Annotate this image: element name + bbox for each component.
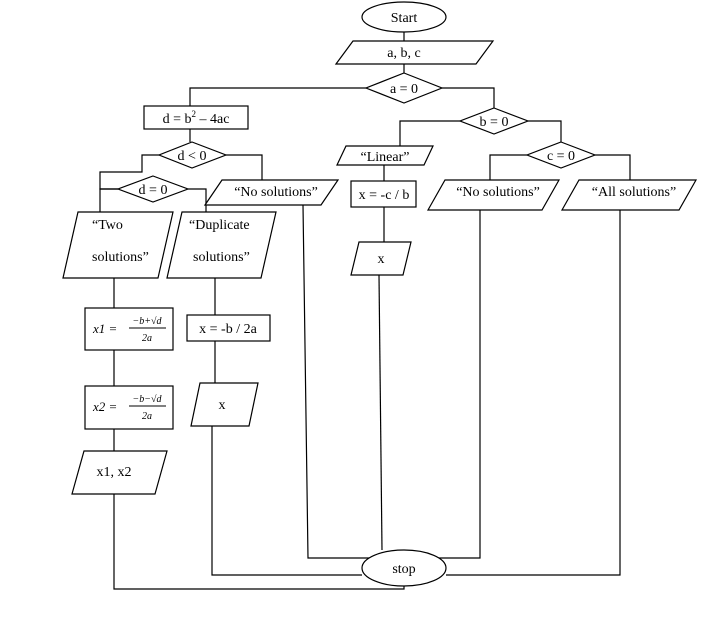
process-discriminant: d = b2 – 4ac bbox=[143, 105, 249, 130]
output-all-solutions: “All solutions” bbox=[560, 179, 698, 211]
x1-formula-lhs: x1 = bbox=[92, 321, 117, 336]
decision-d-equals-0: d = 0 bbox=[116, 175, 190, 203]
output-two-solutions-line2: solutions” bbox=[92, 250, 149, 265]
output-no-solutions-c-label: “No solutions” bbox=[456, 185, 540, 200]
edge-a0-yes-to-discriminant bbox=[189, 87, 366, 106]
input-abc-label: a, b, c bbox=[387, 46, 420, 61]
stop-terminal: stop bbox=[361, 549, 447, 587]
stop-label: stop bbox=[392, 562, 415, 577]
edge-deq0-no-to-duplicate bbox=[188, 188, 207, 212]
x2-formula-denominator: 2a bbox=[142, 411, 152, 422]
decision-c-equals-0-label: c = 0 bbox=[547, 149, 575, 164]
output-two-solutions: “Two solutions” bbox=[62, 211, 174, 279]
process-x1-formula: x1 = −b+√d 2a bbox=[84, 307, 174, 351]
x2-formula-lhs: x2 = bbox=[92, 399, 117, 414]
edge-dlt0-no-to-nosolutions bbox=[226, 154, 263, 180]
edge-deq0-yes-to-two bbox=[99, 188, 118, 212]
output-linear: “Linear” bbox=[336, 145, 434, 166]
input-abc: a, b, c bbox=[334, 40, 495, 65]
edge-allsolutions-to-stop bbox=[446, 205, 621, 576]
process-x-duplicate-label: x = -b / 2a bbox=[199, 322, 257, 337]
output-x1-x2: x1, x2 bbox=[71, 450, 168, 495]
edge-outx1x2-to-stop bbox=[113, 492, 405, 590]
start-terminal: Start bbox=[361, 1, 447, 33]
output-two-solutions-line1: “Two bbox=[92, 218, 123, 233]
output-x-duplicate-label: x bbox=[219, 398, 226, 413]
output-duplicate-solutions-line2: solutions” bbox=[193, 250, 250, 265]
output-no-solutions-d-label: “No solutions” bbox=[234, 185, 318, 200]
decision-d-equals-0-label: d = 0 bbox=[139, 183, 168, 198]
output-x1-x2-label: x1, x2 bbox=[97, 465, 132, 480]
output-all-solutions-label: “All solutions” bbox=[592, 185, 676, 200]
discriminant-text-post: – 4ac bbox=[196, 112, 229, 127]
edge-nosolutions-d-to-stop bbox=[302, 204, 372, 559]
output-duplicate-solutions-line1: “Duplicate bbox=[189, 218, 250, 233]
output-duplicate-solutions: “Duplicate solutions” bbox=[166, 211, 277, 279]
output-x-duplicate: x bbox=[190, 382, 259, 427]
process-discriminant-label: d = b2 – 4ac bbox=[163, 109, 230, 127]
decision-c-equals-0: c = 0 bbox=[525, 141, 597, 169]
decision-a-equals-0: a = 0 bbox=[364, 72, 444, 104]
edge-outx-dup-to-stop bbox=[211, 426, 362, 576]
decision-b-equals-0: b = 0 bbox=[458, 107, 530, 135]
discriminant-text-pre: d = b bbox=[163, 112, 192, 127]
decision-d-less-0: d < 0 bbox=[157, 141, 228, 169]
output-no-solutions-d: “No solutions” bbox=[203, 179, 340, 206]
x2-formula-numerator: −b−√d bbox=[133, 394, 163, 405]
edge-b0-no-to-c0 bbox=[528, 120, 562, 142]
edge-c0-yes-to-nosolutions bbox=[489, 154, 527, 180]
x1-formula-numerator: −b+√d bbox=[133, 316, 163, 327]
process-x-linear: x = -c / b bbox=[350, 180, 417, 208]
process-x-linear-label: x = -c / b bbox=[359, 188, 410, 203]
discriminant-superscript: 2 bbox=[191, 109, 196, 119]
edge-outx-lin-to-stop bbox=[378, 274, 383, 551]
edge-c0-no-to-allsolutions bbox=[595, 154, 631, 180]
decision-a-equals-0-label: a = 0 bbox=[390, 82, 418, 97]
edge-a0-no-to-b0 bbox=[442, 87, 495, 108]
output-x-linear: x bbox=[350, 241, 412, 276]
output-x-linear-label: x bbox=[378, 252, 385, 267]
edge-nosolutions-c-to-stop bbox=[436, 205, 481, 559]
output-no-solutions-c: “No solutions” bbox=[426, 179, 561, 211]
decision-b-equals-0-label: b = 0 bbox=[480, 115, 509, 130]
edge-b0-yes-to-linear bbox=[399, 120, 460, 146]
output-linear-label: “Linear” bbox=[361, 150, 410, 165]
x1-formula-denominator: 2a bbox=[142, 333, 152, 344]
process-x2-formula: x2 = −b−√d 2a bbox=[84, 385, 174, 430]
decision-d-less-0-label: d < 0 bbox=[178, 149, 207, 164]
process-x-duplicate: x = -b / 2a bbox=[186, 314, 271, 342]
start-label: Start bbox=[391, 11, 418, 26]
